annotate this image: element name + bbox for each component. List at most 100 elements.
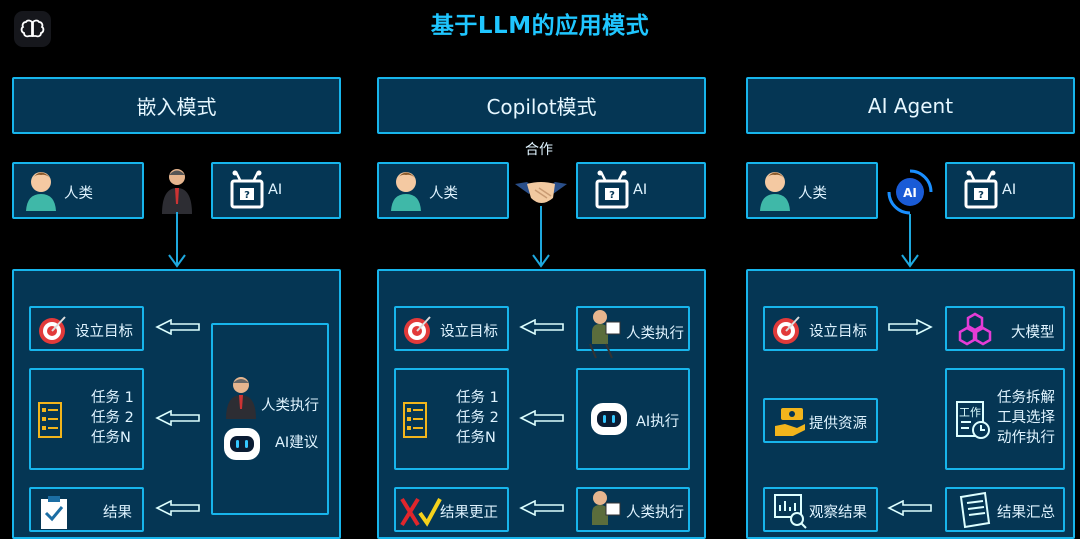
task-item: 任务 1: [456, 390, 499, 406]
person-avatar-icon: [26, 172, 56, 211]
page-title: 基于LLM的应用模式: [430, 13, 650, 39]
arrow-left-icon: [155, 319, 200, 335]
summary-label: 结果汇总: [997, 505, 1055, 521]
svg-text:AI: AI: [903, 186, 917, 200]
result-correction-label: 结果更正: [440, 505, 498, 521]
resource-label: 提供资源: [809, 416, 867, 432]
result-correction-card: 结果更正: [394, 487, 509, 532]
side-panel: 人类执行 AI建议: [211, 323, 329, 515]
human-exec-label: 人类执行: [626, 505, 684, 521]
task-item: 任务 2: [91, 410, 134, 426]
arrow-left-icon: [519, 319, 564, 335]
app-logo: [14, 11, 51, 47]
arrow-left-icon: [887, 500, 932, 516]
human-card: 人类: [12, 162, 144, 219]
task-item: 任务 2: [456, 410, 499, 426]
flow-line: [176, 212, 178, 266]
goal-label: 设立目标: [440, 324, 498, 340]
assistant-bot-icon: [591, 403, 627, 435]
side-bottom-label: AI建议: [275, 435, 319, 451]
arrow-left-icon: [155, 500, 200, 516]
svg-text:?: ?: [244, 190, 250, 201]
goal-card: 设立目标: [763, 306, 878, 351]
header-embedded-mode: 嵌入模式: [12, 77, 341, 134]
summary-card: 结果汇总: [945, 487, 1065, 532]
human-exec-label: 人类执行: [626, 326, 684, 342]
task-item: 工具选择: [997, 410, 1055, 426]
agent-task-list: 任务拆解 工具选择 动作执行: [997, 388, 1055, 448]
ai-orbit-icon: AI: [887, 169, 933, 215]
worker-at-desk-icon: [589, 310, 621, 359]
human-label: 人类: [429, 186, 458, 202]
task-item: 动作执行: [997, 430, 1055, 446]
arrow-left-icon: [519, 410, 564, 426]
result-card: 结果: [29, 487, 144, 532]
result-label: 结果: [103, 505, 132, 521]
businessman-icon: [162, 169, 192, 214]
goal-label: 设立目标: [809, 324, 867, 340]
arrow-left-icon: [519, 500, 564, 516]
task-item: 任务 1: [91, 390, 134, 406]
flow-line: [909, 214, 911, 266]
ai-label: AI: [1002, 182, 1017, 198]
observe-card: 观察结果: [763, 487, 878, 532]
person-avatar-icon: [760, 172, 790, 211]
task-item: 任务拆解: [997, 390, 1055, 406]
ai-label: AI: [268, 182, 283, 198]
assistant-bot-icon: [224, 428, 260, 460]
goal-card: 设立目标: [394, 306, 509, 351]
task-item: 任务N: [456, 430, 496, 446]
model-label: 大模型: [1011, 325, 1055, 341]
ai-label: AI: [633, 182, 648, 198]
brain-icon: [20, 19, 45, 38]
side-top-label: 人类执行: [261, 398, 319, 414]
header-copilot-mode: Copilot模式: [377, 77, 706, 134]
target-icon: [404, 316, 431, 344]
checklist-icon: [38, 402, 62, 438]
human-exec-card: 人类执行: [576, 487, 690, 532]
column-header-label: 嵌入模式: [136, 95, 217, 119]
robot-icon: ?: [595, 170, 629, 209]
hexagon-cluster-icon: [958, 312, 992, 346]
svg-text:?: ?: [609, 190, 615, 201]
task-list: 任务 1 任务 2 任务N: [91, 388, 134, 448]
checklist-icon: [403, 402, 427, 438]
ai-exec-label: AI执行: [636, 414, 680, 430]
cross-check-icon: [400, 497, 442, 527]
model-card: 大模型: [945, 306, 1065, 351]
human-exec-card: 人类执行: [576, 306, 690, 359]
clipboard-check-icon: [41, 496, 67, 529]
task-item: 任务N: [91, 430, 131, 446]
arrow-down-icon: [168, 254, 186, 268]
tasks-card: 任务 1 任务 2 任务N: [394, 368, 509, 470]
target-icon: [773, 316, 800, 344]
arrow-left-icon: [155, 410, 200, 426]
arrow-down-icon: [901, 254, 919, 268]
chart-search-icon: [774, 494, 807, 529]
workflow-card: 工作 任务拆解 工具选择 动作执行: [945, 368, 1065, 470]
flow-line: [540, 206, 542, 266]
task-list: 任务 1 任务 2 任务N: [456, 388, 499, 448]
businessman-icon: [226, 377, 256, 419]
hand-coin-icon: [775, 408, 805, 436]
human-label: 人类: [798, 186, 827, 202]
ai-exec-card: AI执行: [576, 368, 690, 470]
robot-icon: ?: [230, 170, 264, 209]
observe-label: 观察结果: [809, 505, 867, 521]
goal-card: 设立目标: [29, 306, 144, 351]
ai-card: ? AI: [576, 162, 706, 219]
svg-text:?: ?: [978, 190, 984, 201]
person-avatar-icon: [391, 172, 421, 211]
human-label: 人类: [64, 186, 93, 202]
header-ai-agent: AI Agent: [746, 77, 1075, 134]
column-header-label: AI Agent: [867, 93, 954, 118]
resource-card: 提供资源: [763, 398, 878, 443]
report-icon: [959, 491, 991, 529]
arrow-down-icon: [532, 254, 550, 268]
robot-icon: ?: [964, 170, 998, 209]
target-icon: [39, 316, 66, 344]
handshake-icon: [515, 182, 567, 203]
human-card: 人类: [746, 162, 878, 219]
tasks-card: 任务 1 任务 2 任务N: [29, 368, 144, 470]
goal-label: 设立目标: [75, 324, 133, 340]
